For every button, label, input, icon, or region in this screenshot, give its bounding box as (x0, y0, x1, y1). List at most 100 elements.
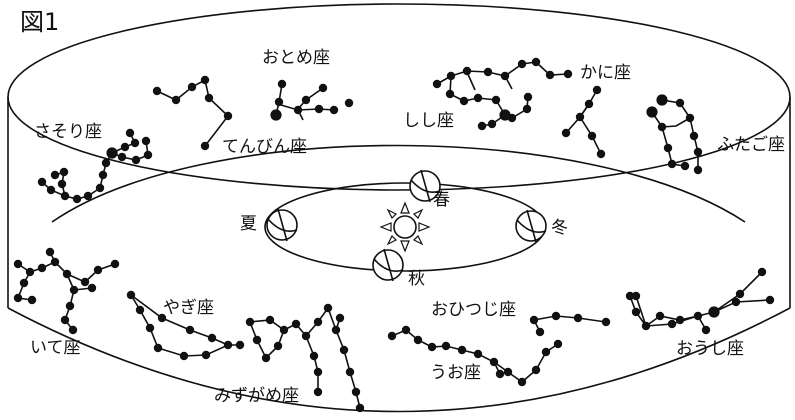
star-dot (401, 325, 411, 335)
star-dot (101, 158, 111, 168)
star-dot (427, 342, 437, 352)
star-dot (657, 122, 667, 132)
zodiac-cylinder (7, 3, 791, 413)
star-dot (596, 149, 606, 159)
star-dot (551, 311, 561, 321)
star-dot (757, 267, 767, 277)
star-dot (13, 259, 23, 269)
star-dot (120, 142, 130, 152)
constellation-mizugame-figure (245, 303, 365, 413)
star-dot (529, 315, 539, 325)
star-dot (274, 97, 284, 107)
star-dot (331, 325, 341, 335)
star-dot (204, 93, 214, 103)
star-dot (584, 99, 594, 109)
star-dot (37, 177, 47, 187)
constellation-ite-figure (13, 247, 120, 335)
star-dot (143, 150, 153, 160)
star-dot (279, 325, 289, 335)
star-dot (646, 106, 658, 118)
star-dot (473, 349, 483, 359)
constellation-uo-figure (387, 325, 563, 387)
star-dot (631, 291, 641, 301)
star-dot (125, 128, 135, 138)
label-tenbin: てんびん座 (222, 137, 307, 157)
star-dot (83, 191, 93, 201)
star-dot (523, 92, 533, 102)
star-dot (60, 191, 70, 201)
label-ite: いて座 (30, 338, 81, 358)
label-yagi: やぎ座 (163, 298, 214, 318)
star-dot (235, 340, 245, 350)
star-dot (318, 83, 328, 93)
star-dot (413, 335, 423, 345)
star-dot (500, 71, 510, 81)
star-dot (344, 98, 354, 108)
star-dot (261, 353, 271, 363)
label-season-spring: 春 (433, 190, 450, 210)
star-dot (171, 95, 181, 105)
star-dot (301, 331, 311, 341)
constellation-futago-figure (646, 94, 703, 175)
label-oushi: おうし座 (676, 339, 744, 359)
star-dot (323, 303, 333, 313)
star-dot (507, 113, 517, 123)
star-dot (735, 289, 745, 299)
constellation-shishi-figure (432, 57, 573, 131)
star-dot (265, 315, 275, 325)
star-dot (57, 179, 67, 189)
star-dot (517, 377, 527, 387)
star-dot (313, 317, 323, 327)
star-dot (145, 323, 155, 333)
star-dot (270, 109, 282, 121)
constellation-kani-figure (561, 85, 606, 159)
star-dot (95, 183, 105, 193)
star-dot (87, 283, 97, 293)
star-dot (309, 351, 319, 361)
label-season-summer: 夏 (240, 214, 257, 234)
star-dot (223, 111, 233, 121)
star-dot (693, 147, 703, 157)
star-dot (351, 387, 361, 397)
label-sasori: さそり座 (34, 122, 102, 142)
star-dot (301, 95, 311, 105)
earth-autumn-icon (372, 248, 404, 282)
star-dot (245, 317, 255, 327)
star-dot (65, 301, 75, 311)
star-dot (110, 259, 120, 269)
star-dot (765, 295, 775, 305)
cylinder-bottom-rim (7, 307, 791, 413)
star-dot (675, 98, 685, 108)
star-dot (561, 128, 571, 138)
star-dot (457, 345, 467, 355)
star-dot (45, 247, 55, 257)
star-dot (587, 131, 597, 141)
star-dot (708, 306, 720, 318)
constellation-ohitsuji-figure (529, 311, 611, 337)
star-dot (641, 321, 651, 331)
star-dot (432, 79, 442, 89)
star-dot (313, 387, 323, 397)
star-dot (293, 105, 303, 115)
star-dot (46, 185, 56, 195)
constellation-otome-figure (152, 75, 354, 151)
star-dot (339, 345, 349, 355)
constellation-sasori-figure (37, 128, 153, 204)
star-dot (625, 291, 635, 301)
star-dot (179, 351, 189, 361)
star-dot (445, 89, 455, 99)
star-dot (701, 325, 711, 335)
star-dot (201, 350, 211, 360)
star-dot (207, 333, 217, 343)
star-dot (503, 367, 513, 377)
star-dot (72, 194, 82, 204)
cylinder-inner-back-edge (51, 144, 746, 223)
star-dot (473, 93, 483, 103)
star-dot (27, 295, 37, 305)
star-dot (185, 325, 195, 335)
star-dot (693, 165, 703, 175)
star-dot (462, 66, 472, 76)
star-dot (545, 70, 555, 80)
star-dot (157, 313, 167, 323)
